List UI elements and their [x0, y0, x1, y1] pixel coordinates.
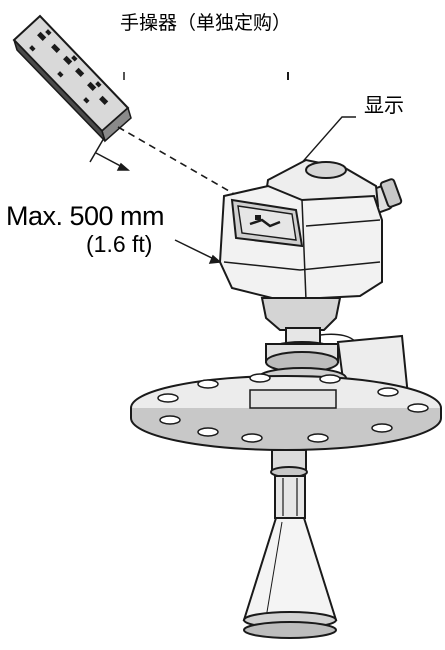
distance-dimension-arrows: [89, 137, 222, 264]
handheld-programmer-icon: [12, 14, 132, 143]
display-label: 显示: [364, 93, 404, 117]
radar-transmitter-icon: [130, 158, 442, 639]
max-distance-feet-label: (1.6 ft): [86, 231, 153, 257]
handheld-label: 手操器（单独定购）: [120, 12, 292, 34]
max-distance-label: Max. 500 mm: [6, 201, 165, 231]
